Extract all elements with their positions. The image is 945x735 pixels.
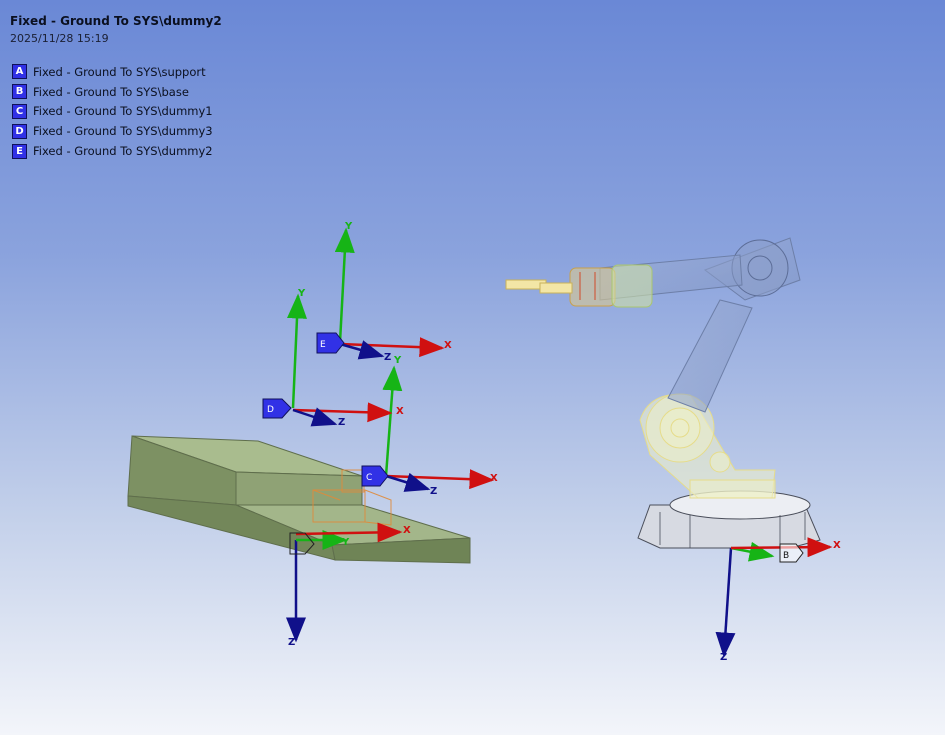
triad-c-tag: C (366, 473, 372, 483)
legend-item-a[interactable]: A Fixed - Ground To SYS\support (12, 62, 213, 82)
axis-label-x-b: X (833, 540, 841, 551)
triad-b[interactable]: B Z X (715, 537, 841, 663)
triad-a[interactable]: Z Y X (286, 522, 411, 648)
legend-item-c[interactable]: C Fixed - Ground To SYS\dummy1 (12, 102, 213, 122)
axis-label-z-b: Z (720, 652, 727, 663)
legend-item-b[interactable]: B Fixed - Ground To SYS\base (12, 82, 213, 102)
view-title: Fixed - Ground To SYS\dummy2 (10, 14, 222, 28)
axis-label-y-c: Y (393, 355, 402, 366)
axis-label-y-e: Y (344, 221, 353, 232)
axis-label-z-d: Z (338, 417, 345, 428)
legend-label-e: Fixed - Ground To SYS\dummy2 (33, 144, 213, 159)
axis-label-z-c: Z (430, 486, 437, 497)
legend-letter-e: E (12, 143, 27, 159)
robot-arm[interactable] (505, 237, 821, 549)
triad-d[interactable]: D Y X Z (262, 288, 404, 428)
legend-label-c: Fixed - Ground To SYS\dummy1 (33, 104, 213, 119)
legend-letter-b: B (12, 84, 27, 100)
legend-letter-a: A (12, 64, 27, 80)
axis-label-x-e: X (444, 340, 452, 351)
axis-label-y-d: Y (297, 288, 306, 299)
axis-label-z-e: Z (384, 352, 391, 363)
triad-d-tag: D (267, 405, 274, 415)
axis-label-x-c: X (490, 473, 498, 484)
triad-e-tag: E (320, 340, 326, 350)
support-body[interactable] (127, 435, 471, 564)
legend-label-a: Fixed - Ground To SYS\support (33, 64, 206, 79)
view-timestamp: 2025/11/28 15:19 (10, 32, 109, 45)
legend-letter-d: D (12, 123, 27, 139)
legend-label-b: Fixed - Ground To SYS\base (33, 84, 189, 99)
axis-label-x-a: X (403, 525, 411, 536)
triad-c[interactable]: C Y X Z (361, 355, 498, 497)
legend-label-d: Fixed - Ground To SYS\dummy3 (33, 124, 213, 139)
legend-item-d[interactable]: D Fixed - Ground To SYS\dummy3 (12, 121, 213, 141)
triad-e[interactable]: E Y X Z (316, 221, 452, 363)
triad-b-tag: B (783, 551, 789, 561)
legend-letter-c: C (12, 103, 27, 119)
axis-label-x-d: X (396, 406, 404, 417)
axis-label-y-a: Y (341, 537, 350, 548)
header: Fixed - Ground To SYS\dummy2 2025/11/28 … (10, 14, 222, 45)
axis-label-z-a: Z (288, 637, 295, 648)
legend: A Fixed - Ground To SYS\support B Fixed … (12, 62, 213, 161)
legend-item-e[interactable]: E Fixed - Ground To SYS\dummy2 (12, 141, 213, 161)
